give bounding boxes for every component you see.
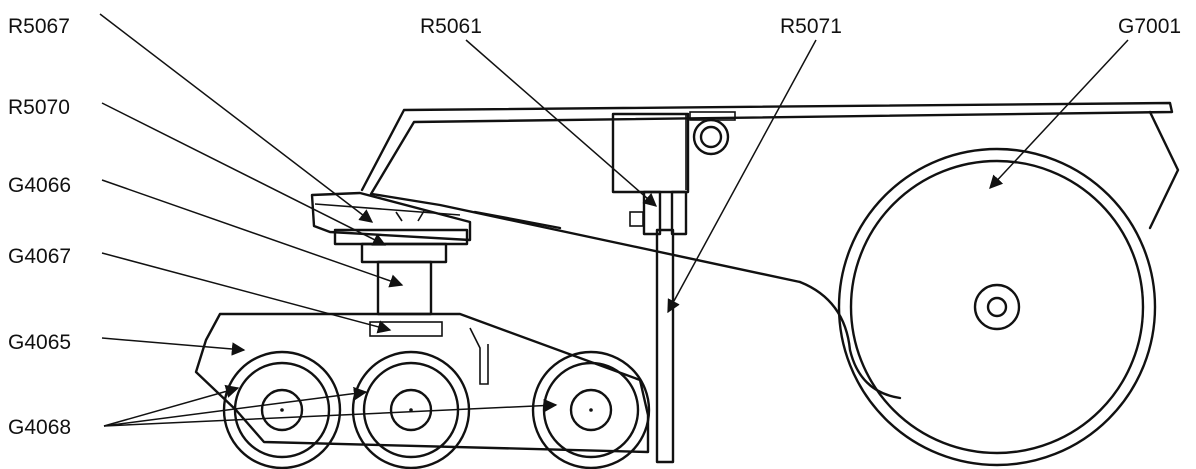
label-R5067: R5067 [8,15,70,38]
leader-R5070 [101,102,387,246]
label-G4068: G4068 [8,416,71,439]
bogie-frame [194,312,650,454]
swivel-mount [310,191,472,316]
leader-R5067 [99,13,374,223]
vertical-rod [655,228,675,464]
leader-G4068-c [103,398,558,427]
clamp-bracket [629,190,688,236]
small-wheel-1 [222,350,342,469]
label-G7001: G7001 [1118,15,1181,38]
leader-R5071 [667,39,817,314]
label-G4066: G4066 [8,174,71,197]
label-G4067: G4067 [8,245,71,268]
leader-G7001 [989,39,1129,189]
leader-G4068-b [103,386,368,427]
main-frame [360,101,1180,400]
leader-R5061 [465,39,658,207]
leader-G4065 [101,337,246,356]
leader-G4068-a [103,384,240,427]
label-R5061: R5061 [420,15,482,38]
leader-G4067 [101,252,392,334]
upper-mount-box [611,111,736,194]
leader-G4066 [101,179,404,288]
label-R5070: R5070 [8,96,70,119]
large-wheel [837,147,1157,467]
label-R5071: R5071 [780,15,842,38]
label-G4065: G4065 [8,331,71,354]
